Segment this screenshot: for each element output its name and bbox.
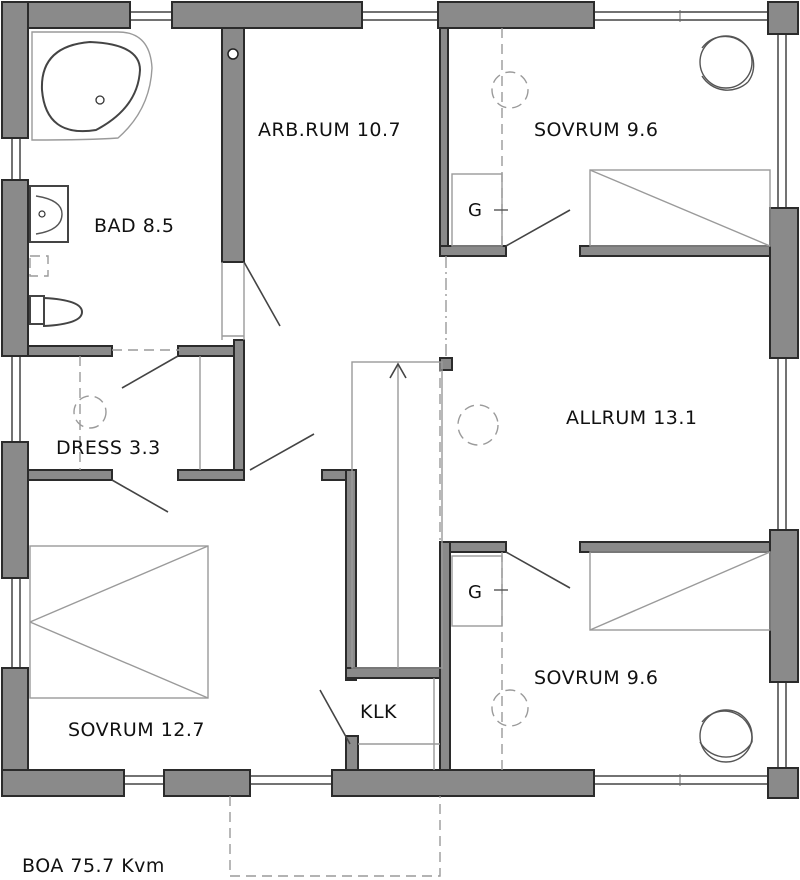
- bathroom-fixtures: [29, 31, 281, 328]
- label-sovrum-ne: SOVRUM 9.6: [534, 119, 658, 141]
- label-arbrum: ARB.RUM 10.7: [258, 119, 401, 141]
- label-sovrum-sw: SOVRUM 12.7: [68, 719, 205, 741]
- doors: [111, 209, 571, 589]
- label-wardrobe-ne: G: [468, 200, 482, 221]
- label-dress: DRESS 3.3: [56, 437, 161, 459]
- staircase: [351, 361, 443, 669]
- exterior-walls: [1, 1, 799, 799]
- interior-walls: [27, 27, 771, 771]
- light-fixtures: [73, 71, 529, 727]
- label-wardrobe-se: G: [468, 582, 482, 603]
- label-bad: BAD 8.5: [94, 215, 174, 237]
- label-allrum: ALLRUM 13.1: [566, 407, 698, 429]
- label-sovrum-se: SOVRUM 9.6: [534, 667, 658, 689]
- wardrobes: [451, 173, 508, 627]
- area-total: BOA 75.7 Kvm: [22, 855, 165, 877]
- label-klk: KLK: [360, 701, 397, 723]
- room-labels: ARB.RUM 10.7 SOVRUM 9.6 BAD 8.5 ALLRUM 1…: [22, 119, 698, 877]
- beds: [29, 169, 771, 699]
- round-furniture: [699, 35, 755, 763]
- klk-closet: [319, 678, 440, 770]
